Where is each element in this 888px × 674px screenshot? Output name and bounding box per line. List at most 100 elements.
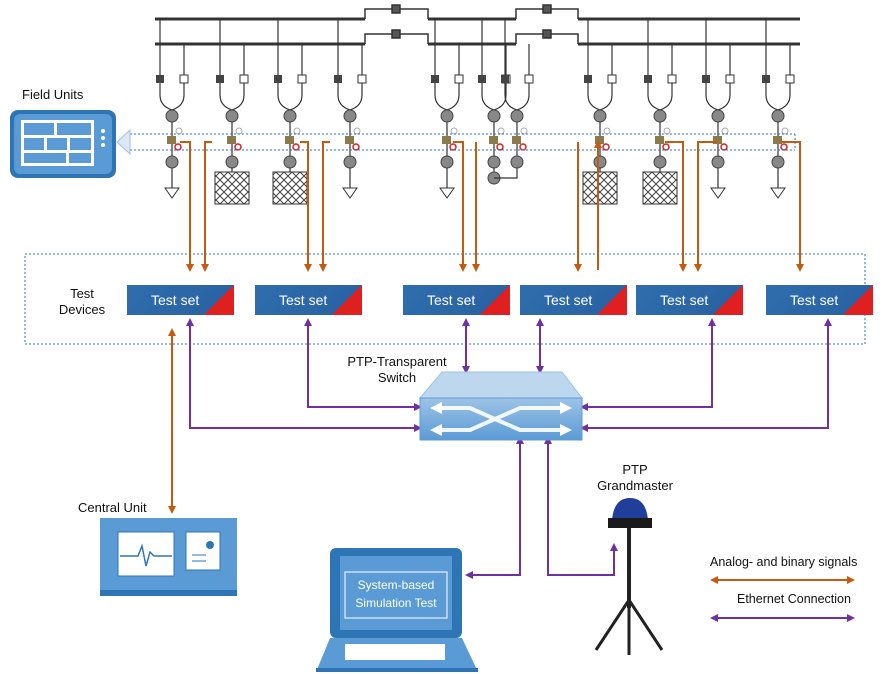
sensor-ring <box>781 127 789 135</box>
ptp-grandmaster-line1: PTP <box>622 462 648 477</box>
sensor <box>227 136 236 144</box>
breaker <box>165 109 179 123</box>
transformer-box <box>272 171 308 205</box>
breaker <box>593 155 607 169</box>
sensor-ring <box>603 127 611 135</box>
test-set-2: Test set <box>255 285 362 315</box>
transformer-box <box>214 171 250 205</box>
ptp-grandmaster-line2: Grandmaster <box>597 478 673 493</box>
breaker <box>283 155 297 169</box>
sensor-ring <box>353 127 361 135</box>
breaker <box>440 155 454 169</box>
breaker <box>593 109 607 123</box>
sensor <box>512 136 521 144</box>
ground-symbol <box>710 187 726 199</box>
breaker <box>343 109 357 123</box>
bay-join <box>277 94 303 111</box>
sensor-ring-red <box>352 143 360 151</box>
sensor-ring-red <box>519 143 527 151</box>
ground-symbol <box>770 187 786 199</box>
breaker <box>510 155 524 169</box>
breaker <box>771 155 785 169</box>
sensor-ring <box>450 127 458 135</box>
isolator <box>725 74 735 84</box>
sensor <box>442 136 451 144</box>
bay-join <box>504 94 530 111</box>
isolator <box>297 74 307 84</box>
isolator <box>702 75 710 83</box>
isolator <box>607 74 617 84</box>
sensor <box>167 136 176 144</box>
isolator <box>431 75 439 83</box>
bay-join <box>337 94 363 111</box>
analog-connections <box>168 140 804 514</box>
test-devices-line1: Test <box>70 286 94 301</box>
breaker <box>440 109 454 123</box>
sensor-ring <box>663 127 671 135</box>
test-devices-line2: Devices <box>58 302 106 317</box>
bay-join <box>587 94 613 111</box>
isolator <box>216 75 224 83</box>
bus-couplers <box>364 4 579 44</box>
field-units-label: Field Units <box>22 87 84 102</box>
sensor <box>345 136 354 144</box>
test-set-1: Test set <box>127 285 234 315</box>
sensor-ring-red <box>292 143 300 151</box>
breaker <box>510 109 524 123</box>
breaker <box>487 155 501 169</box>
sensor-ring <box>497 127 505 135</box>
sensor-ring-red <box>174 143 182 151</box>
bay-join <box>765 94 791 111</box>
ptp-switch-line1: PTP-Transparent <box>347 354 447 369</box>
breaker <box>487 109 501 123</box>
transformer-box <box>582 171 618 205</box>
breaker <box>711 109 725 123</box>
sensor-ring-red <box>602 143 610 151</box>
ground-symbol <box>164 187 180 199</box>
bay-join <box>481 94 507 111</box>
busbars <box>155 17 800 46</box>
bay-join <box>434 94 460 111</box>
laptop-line1: System-based <box>357 578 435 592</box>
central-unit-device <box>100 518 237 596</box>
sensor <box>595 136 604 144</box>
isolator <box>357 74 367 84</box>
sensor <box>713 136 722 144</box>
field-units-device <box>10 110 116 178</box>
sensor <box>655 136 664 144</box>
process-bus-arrow <box>116 128 131 156</box>
isolator <box>762 75 770 83</box>
bay-join <box>705 94 731 111</box>
laptop-screen-text: System-based Simulation Test <box>345 576 447 612</box>
sensor <box>285 136 294 144</box>
test-set-5: Test set <box>636 285 743 315</box>
ethernet-connections <box>186 318 832 579</box>
isolator <box>478 75 486 83</box>
test-set-3: Test set <box>403 285 510 315</box>
isolator <box>667 74 677 84</box>
isolator <box>156 75 164 83</box>
isolator <box>584 75 592 83</box>
bay-line <box>494 168 518 179</box>
breaker <box>343 155 357 169</box>
isolator <box>524 74 534 84</box>
sensor-ring-red <box>234 143 242 151</box>
ptp-grandmaster-device <box>594 498 664 655</box>
sensor-ring <box>235 127 243 135</box>
sensor-ring-red <box>662 143 670 151</box>
breaker <box>653 155 667 169</box>
isolator <box>644 75 652 83</box>
bay-join <box>647 94 673 111</box>
isolator <box>454 74 464 84</box>
ptp-switch-label: PTP-Transparent Switch <box>332 354 462 386</box>
breaker <box>225 109 239 123</box>
bay-join <box>159 94 185 111</box>
breaker <box>283 109 297 123</box>
transformer-box <box>642 171 678 205</box>
sensor-ring <box>175 127 183 135</box>
laptop-line2: Simulation Test <box>355 596 437 610</box>
isolator <box>274 75 282 83</box>
central-unit-label: Central Unit <box>78 500 147 515</box>
test-set-4: Test set <box>520 285 627 315</box>
